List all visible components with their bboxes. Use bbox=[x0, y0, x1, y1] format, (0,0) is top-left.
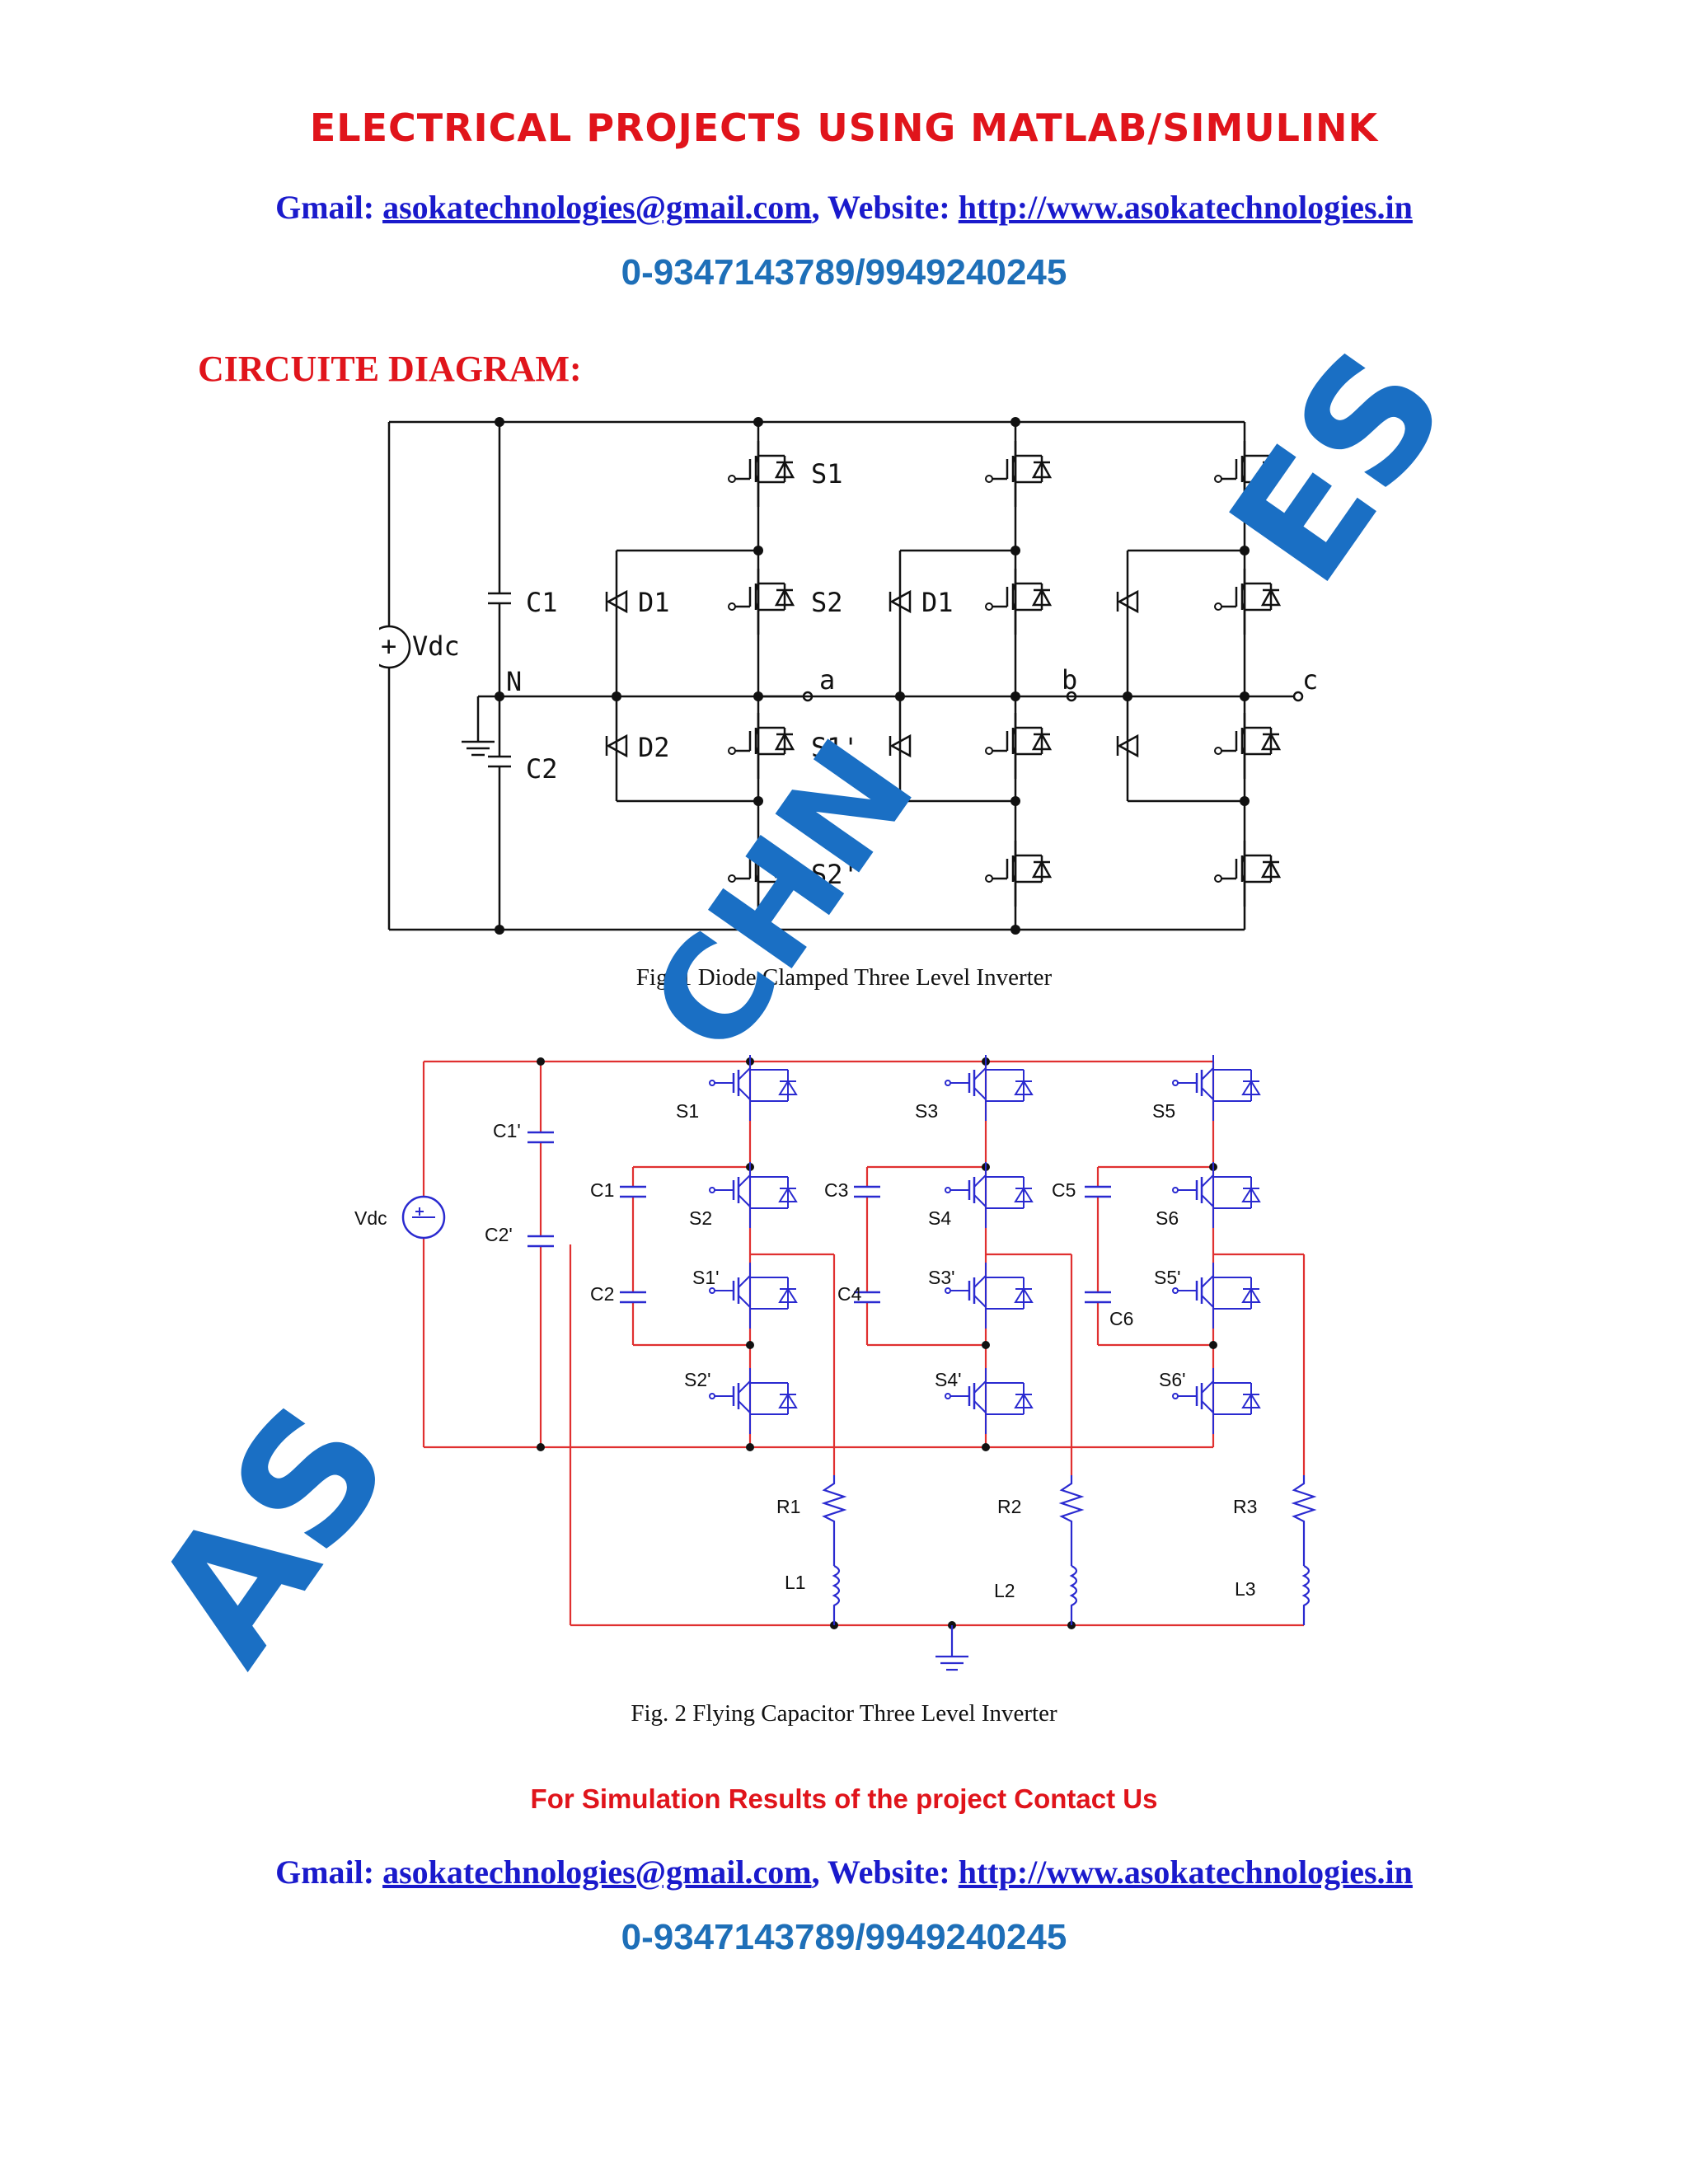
s2-label: S2 bbox=[811, 587, 843, 618]
fc-s1-prime-label: S1' bbox=[692, 1267, 720, 1288]
fc-c4-label: C4 bbox=[837, 1283, 862, 1305]
fc-s6-label: S6 bbox=[1156, 1207, 1179, 1229]
section-heading: CIRCUITE DIAGRAM: bbox=[198, 349, 582, 389]
fc-c5-label: C5 bbox=[1052, 1179, 1076, 1201]
s1-label: S1 bbox=[811, 458, 843, 490]
fc-s2-prime-label: S2' bbox=[684, 1369, 711, 1390]
gmail-link[interactable]: asokatechnologies@gmail.com bbox=[382, 189, 812, 226]
figure-2-caption: Fig. 2 Flying Capacitor Three Level Inve… bbox=[631, 1700, 1057, 1727]
fc-s5-prime-label: S5' bbox=[1154, 1267, 1181, 1288]
footer-contact-line: Gmail: asokatechnologies@gmail.com, Webs… bbox=[0, 1853, 1688, 1891]
fc-l3-label: L3 bbox=[1235, 1578, 1256, 1600]
fc-l1-label: L1 bbox=[785, 1572, 806, 1593]
fc-l2-label: L2 bbox=[994, 1580, 1015, 1601]
fc-r3-label: R3 bbox=[1233, 1496, 1257, 1517]
website-link[interactable]: http://www.asokatechnologies.in bbox=[958, 189, 1413, 226]
fc-c1-prime-label: C1' bbox=[493, 1120, 521, 1141]
terminal-b-label: b bbox=[1062, 664, 1077, 696]
terminal-c-label: c bbox=[1302, 664, 1318, 696]
s1-prime-label: S1' bbox=[811, 732, 859, 763]
fc-c3-label: C3 bbox=[824, 1179, 848, 1201]
d2-label: D2 bbox=[638, 732, 670, 763]
header-contact-line: Gmail: asokatechnologies@gmail.com, Webs… bbox=[0, 188, 1688, 227]
fc-s1-label: S1 bbox=[676, 1100, 699, 1122]
header-phone: 0-9347143789/9949240245 bbox=[621, 252, 1067, 293]
fc-c2-label: C2 bbox=[590, 1283, 614, 1305]
figure-1-caption: Fig. 1 Diode Clamped Three Level Inverte… bbox=[635, 964, 1053, 991]
separator: , bbox=[811, 189, 828, 226]
fc-s6-prime-label: S6' bbox=[1159, 1369, 1186, 1390]
gmail-label: Gmail: bbox=[275, 189, 383, 226]
s2-prime-label: S2' bbox=[811, 859, 859, 890]
vdc-label: Vdc bbox=[412, 630, 460, 662]
neutral-label: N bbox=[506, 666, 522, 697]
c1-label: C1 bbox=[526, 587, 558, 618]
fc-s3-prime-label: S3' bbox=[928, 1267, 955, 1288]
d1-label: D1 bbox=[638, 587, 670, 618]
fc-s2-label: S2 bbox=[689, 1207, 712, 1229]
fc-vdc-label: Vdc bbox=[354, 1207, 387, 1229]
terminal-a-label: a bbox=[819, 664, 835, 696]
fc-r1-label: R1 bbox=[776, 1496, 800, 1517]
fc-c1-label: C1 bbox=[590, 1179, 614, 1201]
footer-phone: 0-9347143789/9949240245 bbox=[621, 1917, 1067, 1957]
fc-s4-label: S4 bbox=[928, 1207, 951, 1229]
contact-note: For Simulation Results of the project Co… bbox=[530, 1783, 1158, 1814]
fc-s3-label: S3 bbox=[915, 1100, 938, 1122]
fc-r2-label: R2 bbox=[997, 1496, 1021, 1517]
footer-gmail-label: Gmail: bbox=[275, 1854, 383, 1891]
c2-label: C2 bbox=[526, 753, 558, 785]
footer-website-link[interactable]: http://www.asokatechnologies.in bbox=[958, 1854, 1413, 1891]
footer-separator: , bbox=[811, 1854, 828, 1891]
fc-s5-label: S5 bbox=[1152, 1100, 1175, 1122]
d1-leg-b-label: D1 bbox=[921, 587, 954, 618]
page-title: ELECTRICAL PROJECTS USING MATLAB/SIMULIN… bbox=[309, 105, 1379, 150]
fc-s4-prime-label: S4' bbox=[935, 1369, 962, 1390]
fc-c2-prime-label: C2' bbox=[485, 1224, 513, 1245]
figure-1-diagram: + Vdc C1 C2 N D1 D2 D1 S1 S2 S1' S2' a b… bbox=[379, 417, 1318, 935]
website-label: Website: bbox=[827, 189, 959, 226]
footer-gmail-link[interactable]: asokatechnologies@gmail.com bbox=[382, 1854, 812, 1891]
vdc-plus: + bbox=[381, 630, 396, 662]
figure-2-diagram: Vdc C1' C2' C1 C2 C3 C4 C5 C6 S1 S2 S1' … bbox=[354, 1053, 1317, 1671]
footer-website-label: Website: bbox=[827, 1854, 959, 1891]
fc-c6-label: C6 bbox=[1109, 1308, 1133, 1329]
